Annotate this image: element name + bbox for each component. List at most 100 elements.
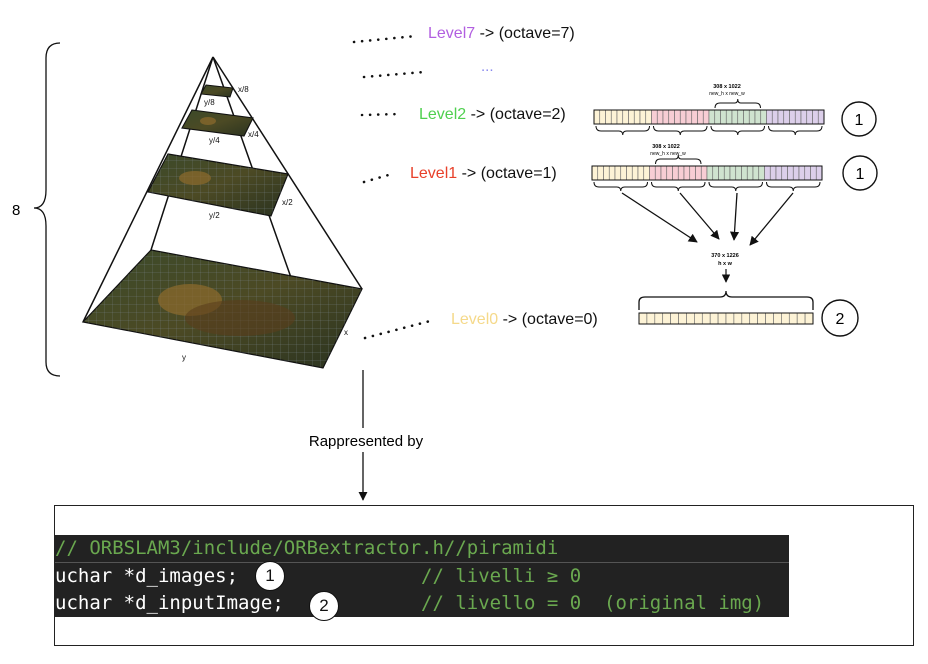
buffer-cell: [677, 165, 685, 181]
code-line-images: uchar *d_images;: [55, 565, 239, 587]
buffer-cell: [628, 109, 635, 125]
pyramid-level-2-image: [181, 109, 254, 137]
label-x4: x/4: [248, 130, 259, 139]
buffer-cell: [631, 165, 639, 181]
buffer-cell: [766, 109, 773, 125]
code-comment-images: // livelli ≥ 0: [421, 565, 582, 587]
buffer-cell: [689, 165, 696, 181]
segment-brace: [708, 181, 763, 192]
level2-buffer: [593, 98, 825, 136]
segment-brace: [766, 181, 821, 192]
level2-badge: 1: [855, 112, 864, 129]
segment-brace: [593, 181, 648, 192]
label-x2: x/2: [282, 198, 293, 207]
buffer-outline: [593, 109, 825, 125]
buffer-cell: [775, 165, 783, 181]
label-y: y: [182, 353, 186, 362]
buffer-cell: [597, 165, 604, 181]
level2-label: Level2 -> (octave=2): [419, 106, 566, 123]
buffer-cell: [591, 165, 599, 181]
buffer-cell: [717, 312, 727, 325]
level1-dims: 308 x 1022: [652, 144, 680, 150]
buffer-cell: [765, 312, 774, 325]
level1-badge: 1: [856, 166, 865, 183]
buffer-cell: [685, 109, 693, 125]
buffer-cell: [622, 109, 629, 125]
buffer-cell: [783, 109, 790, 125]
buffer-cell: [694, 312, 703, 325]
buffer-cell: [678, 312, 687, 325]
buffer-cell: [616, 109, 624, 125]
level2-dims: 308 x 1022: [713, 84, 741, 90]
buffer-cell: [683, 165, 691, 181]
buffer-cell: [637, 165, 645, 181]
level-ellipsis: ...: [481, 58, 494, 75]
buffer-cell: [789, 109, 796, 125]
buffer-cell: [608, 165, 616, 181]
buffer-cell: [777, 109, 785, 125]
code-badge-1: 1: [255, 561, 285, 591]
code-block: // ORBSLAM3/include/ORBextractor.h//pira…: [55, 535, 789, 617]
buffer-cell: [741, 312, 751, 325]
buffer-cell: [672, 165, 679, 181]
label-x: x: [344, 328, 348, 337]
pyramid-level-0-image: [81, 249, 363, 369]
buffer-cell: [731, 109, 739, 125]
buffer-cell: [670, 312, 679, 325]
buffer-cell: [686, 312, 695, 325]
level7-label: Level7 -> (octave=7): [428, 25, 575, 42]
buffer-cell: [729, 165, 737, 181]
label-y4: y/4: [209, 136, 220, 145]
code-comment-input-image: // livello = 0 (original img): [421, 592, 765, 614]
levels-brace: [33, 42, 61, 377]
buffer-cell: [639, 109, 647, 125]
buffer-cell: [654, 312, 664, 325]
buffer-cell: [610, 109, 618, 125]
buffer-cell: [817, 109, 825, 125]
buffer-cell: [666, 165, 673, 181]
segment-brace: [768, 125, 823, 136]
level1-buffer: [591, 154, 823, 192]
label-y2: y/2: [209, 211, 220, 220]
highlight-brace: [714, 98, 761, 109]
buffer-cell: [620, 165, 627, 181]
buffer-cell: [626, 165, 633, 181]
level0-dims-sub: h x w: [718, 261, 732, 267]
buffer-cell: [771, 109, 779, 125]
buffer-cell: [651, 109, 658, 125]
buffer-cell: [792, 165, 800, 181]
buffer-cell: [708, 109, 716, 125]
buffer-cell: [695, 165, 702, 181]
buffer-cell: [638, 312, 648, 325]
buffer-cell: [645, 109, 652, 125]
highlight-brace: [655, 154, 702, 165]
code-badge-2: 2: [309, 591, 339, 621]
buffer-cell: [725, 109, 733, 125]
buffer-cell: [723, 165, 731, 181]
segment-brace: [595, 125, 650, 136]
buffer-cell: [603, 165, 610, 181]
buffer-cell: [662, 312, 671, 325]
buffer-cell: [701, 312, 711, 325]
code-separator: [55, 562, 789, 563]
buffer-cell: [718, 165, 725, 181]
buffer-cell: [810, 165, 817, 181]
buffer-cell: [662, 109, 670, 125]
buffer-cell: [646, 312, 656, 325]
buffer-cell: [812, 109, 819, 125]
buffer-cell: [798, 165, 806, 181]
buffer-cell: [643, 165, 650, 181]
buffer-cell: [764, 165, 771, 181]
buffer-cell: [679, 109, 687, 125]
level2-badge-circle: [841, 101, 877, 137]
buffer-cell: [757, 312, 766, 325]
buffer-cell: [741, 165, 748, 181]
buffer-cell: [737, 109, 744, 125]
buffer-cell: [714, 109, 721, 125]
buffer-cell: [752, 165, 760, 181]
segment-brace: [653, 125, 708, 136]
buffer-cell: [605, 109, 612, 125]
buffer-cell: [758, 165, 765, 181]
buffer-outline: [638, 312, 814, 325]
buffer-cell: [781, 165, 788, 181]
